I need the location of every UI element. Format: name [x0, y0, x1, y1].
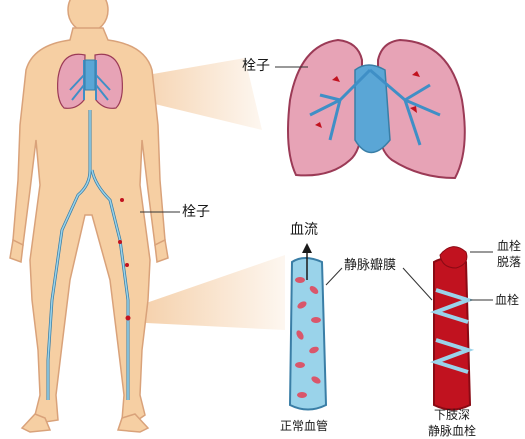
head — [68, 0, 108, 32]
normal-vessel-caption: 正常血管 — [280, 418, 328, 434]
right-hand — [10, 240, 23, 262]
valve-leader-left — [326, 268, 342, 285]
clot-label: 血栓 — [495, 292, 519, 308]
lung-embolus-label: 栓子 — [242, 58, 270, 74]
clot-detach-label: 血栓 脱落 — [495, 238, 523, 270]
leg-embolus-label: 栓子 — [182, 204, 210, 220]
right-lung-large — [378, 40, 465, 178]
blood-flow-label: 血流 — [290, 222, 318, 238]
zoomed-lungs — [288, 40, 465, 178]
dvt-caption: 下肢深 静脉血栓 — [418, 407, 486, 439]
dvt-vessel — [434, 247, 470, 410]
left-hand — [155, 240, 168, 262]
valve-leader-right — [403, 268, 432, 300]
venous-valve-label: 静脉瓣膜 — [344, 258, 396, 274]
normal-vessel — [290, 243, 326, 410]
